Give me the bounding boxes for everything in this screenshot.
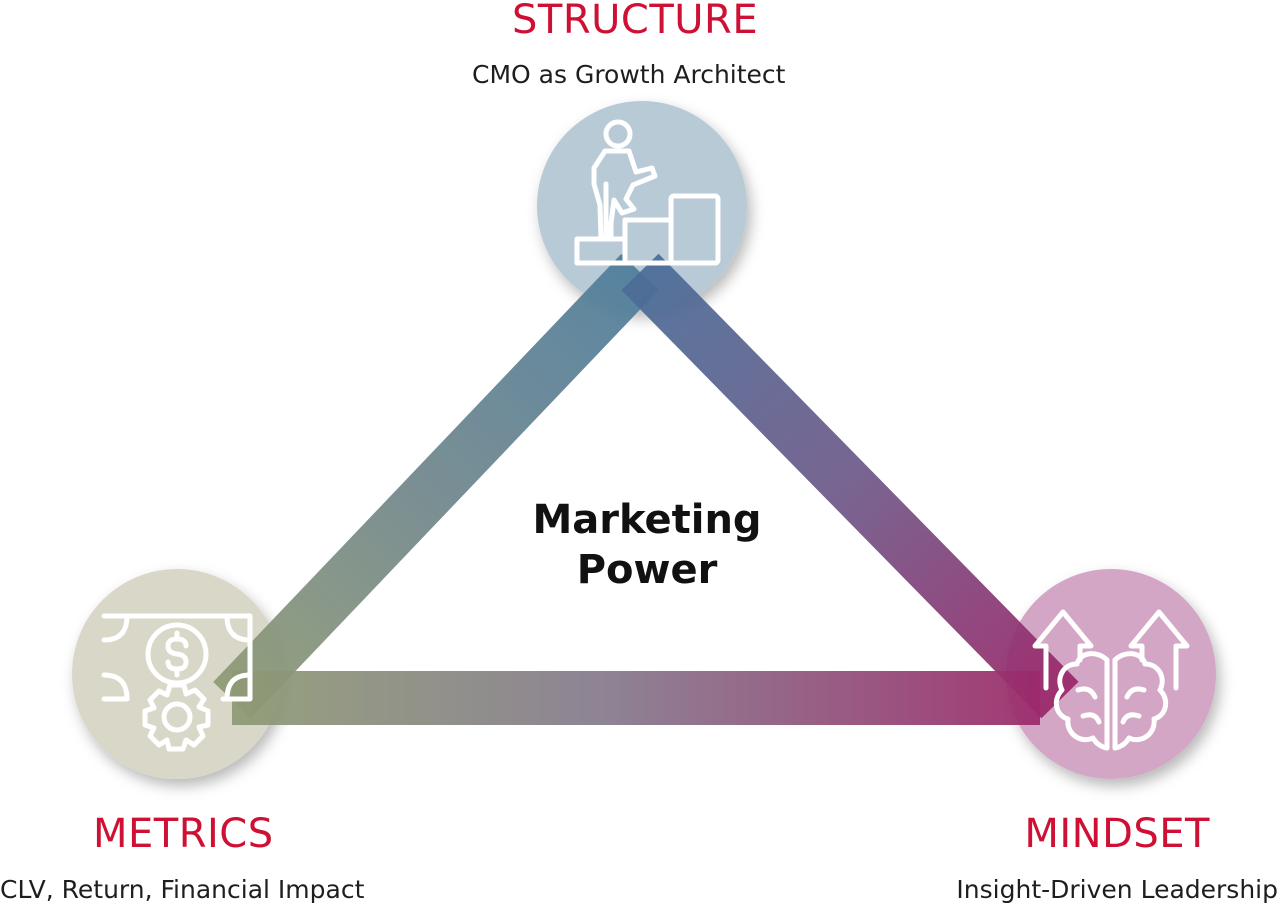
money-gear-icon [101,613,253,752]
edge-structure-metrics [213,254,659,718]
structure-title: STRUCTURE [512,0,759,43]
center-label: Marketing Power [482,495,812,595]
mindset-circle [1006,569,1216,779]
metrics-subtitle: CLV, Return, Financial Impact [0,875,365,904]
center-label-line2: Power [576,547,718,593]
mindset-subtitle: Insight-Driven Leadership [956,875,1278,904]
brain-arrows-icon [1032,609,1190,751]
center-label-line1: Marketing [532,497,762,543]
person-climbing-steps-icon [574,119,721,266]
structure-subtitle: CMO as Growth Architect [472,60,786,89]
edge-structure-mindset [621,253,1079,719]
metrics-title: METRICS [93,811,274,857]
mindset-title: MINDSET [1024,811,1210,857]
structure-circle [537,101,747,311]
